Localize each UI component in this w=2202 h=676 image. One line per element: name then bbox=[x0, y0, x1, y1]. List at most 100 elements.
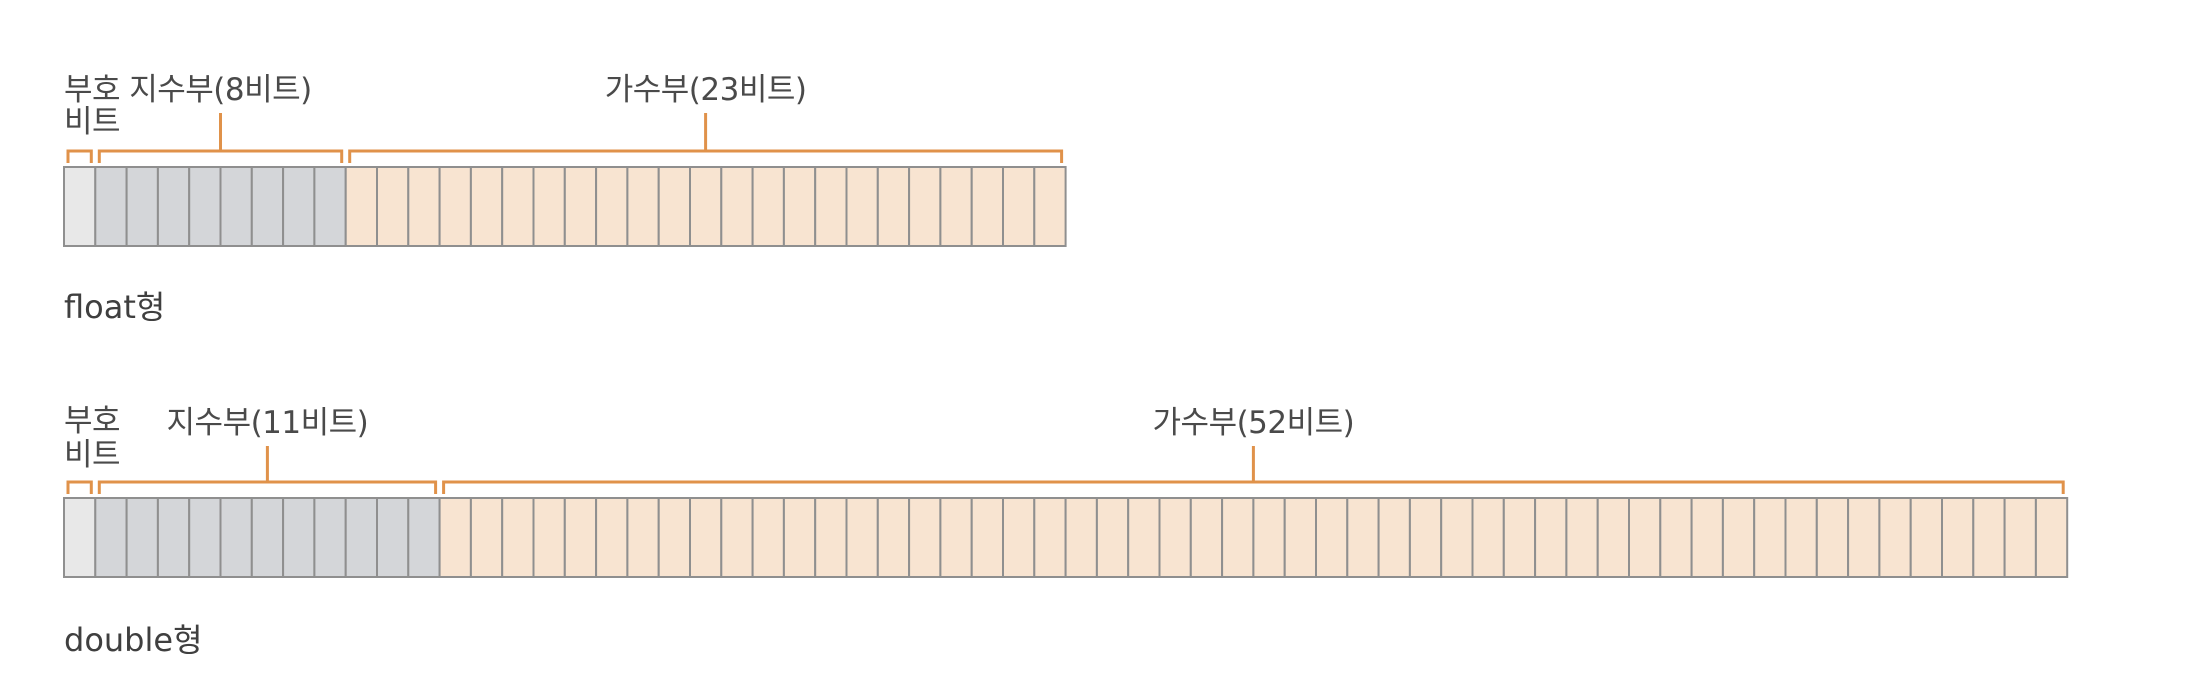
double-mantissa-bit-cell bbox=[2003, 497, 2037, 578]
float-mantissa-bit-cell bbox=[845, 166, 879, 247]
double-mantissa-bit-cell bbox=[908, 497, 942, 578]
double-mantissa-bit-cell bbox=[595, 497, 629, 578]
double-mantissa-bit-cell bbox=[845, 497, 879, 578]
double-mantissa-bit-cell bbox=[1471, 497, 1505, 578]
double-mantissa-bit-cell bbox=[1596, 497, 1630, 578]
double-mantissa-bit-cell bbox=[1252, 497, 1286, 578]
float-exponent-bracket bbox=[97, 113, 344, 163]
double-mantissa-bit-cell bbox=[782, 497, 817, 578]
float-exponent-bit-cell bbox=[156, 166, 191, 247]
double-exponent-bit-cell bbox=[407, 497, 441, 578]
double-sign-bracket bbox=[66, 480, 93, 494]
double-mantissa-bit-cell bbox=[1127, 497, 1161, 578]
double-mantissa-bit-cell bbox=[1847, 497, 1881, 578]
double-exponent-label: 지수부(11비트) bbox=[167, 405, 369, 441]
float-mantissa-bit-cell bbox=[814, 166, 848, 247]
float-mantissa-bit-cell bbox=[438, 166, 472, 247]
float-exponent-bit-cell bbox=[94, 166, 128, 247]
float-mantissa-bit-cell bbox=[407, 166, 441, 247]
float-mantissa-bit-cell bbox=[376, 166, 410, 247]
float-mantissa-bit-cell bbox=[501, 166, 535, 247]
float-mantissa-bit-cell bbox=[970, 166, 1005, 247]
double-sign-bits bbox=[63, 497, 97, 578]
double-exponent-bit-cell bbox=[376, 497, 410, 578]
float-mantissa-bit-cell bbox=[908, 166, 942, 247]
double-mantissa-bit-cell bbox=[1221, 497, 1255, 578]
double-exponent-bits bbox=[94, 497, 441, 578]
float-mantissa-bit-cell bbox=[1002, 166, 1036, 247]
double-mantissa-bit-cell bbox=[1033, 497, 1067, 578]
double-mantissa-bit-cell bbox=[626, 497, 660, 578]
double-mantissa-bit-cell bbox=[1408, 497, 1443, 578]
double-exponent-bit-cell bbox=[282, 497, 316, 578]
float-mantissa-bit-cell bbox=[782, 166, 817, 247]
float-exponent-bit-cell bbox=[282, 166, 316, 247]
double-mantissa-bit-cell bbox=[876, 497, 911, 578]
double-mantissa-bit-cell bbox=[469, 497, 504, 578]
float-format-caption: float형 bbox=[64, 288, 165, 326]
double-mantissa-bit-cell bbox=[1002, 497, 1036, 578]
double-mantissa-bit-cell bbox=[501, 497, 535, 578]
double-mantissa-bit-cell bbox=[1283, 497, 1317, 578]
double-mantissa-bit-cell bbox=[1534, 497, 1568, 578]
double-mantissa-bit-cell bbox=[1502, 497, 1537, 578]
double-exponent-bit-cell bbox=[344, 497, 379, 578]
double-mantissa-bit-cell bbox=[2034, 497, 2069, 578]
float-exponent-bits bbox=[94, 166, 347, 247]
double-mantissa-bit-cell bbox=[970, 497, 1005, 578]
double-exponent-bit-cell bbox=[250, 497, 285, 578]
float-exponent-bit-cell bbox=[313, 166, 347, 247]
double-sign-bit-label: 부호 bbox=[64, 403, 120, 439]
double-mantissa-bits bbox=[438, 497, 2069, 578]
double-mantissa-bit-cell bbox=[1315, 497, 1349, 578]
float-mantissa-bit-cell bbox=[657, 166, 692, 247]
float-exponent-bit-cell bbox=[250, 166, 285, 247]
double-mantissa-bit-cell bbox=[1721, 497, 1756, 578]
float-mantissa-bit-cell bbox=[751, 166, 785, 247]
float-mantissa-bit-cell bbox=[469, 166, 504, 247]
double-mantissa-bit-cell bbox=[1690, 497, 1724, 578]
double-format-caption: double형 bbox=[64, 621, 203, 659]
float-exponent-bit-cell bbox=[219, 166, 253, 247]
double-mantissa-label: 가수부(52비트) bbox=[1153, 405, 1355, 441]
double-mantissa-bit-cell bbox=[1784, 497, 1818, 578]
float-mantissa-bit-cell bbox=[344, 166, 379, 247]
double-sign-bit-label: 비트 bbox=[64, 437, 120, 473]
double-exponent-bit-cell bbox=[94, 497, 128, 578]
double-sign-bit-cell bbox=[63, 497, 97, 578]
double-mantissa-bit-cell bbox=[1440, 497, 1474, 578]
float-exponent-label: 지수부(8비트) bbox=[129, 72, 312, 108]
float-mantissa-bit-cell bbox=[563, 166, 598, 247]
double-mantissa-bit-cell bbox=[1753, 497, 1787, 578]
float-mantissa-bit-cell bbox=[595, 166, 629, 247]
float-mantissa-bits bbox=[344, 166, 1067, 247]
double-mantissa-bit-cell bbox=[751, 497, 785, 578]
double-exponent-bit-cell bbox=[219, 497, 253, 578]
double-mantissa-bit-cell bbox=[1064, 497, 1098, 578]
float-mantissa-bit-cell bbox=[876, 166, 911, 247]
double-mantissa-bit-cell bbox=[532, 497, 566, 578]
float-mantissa-bit-cell bbox=[939, 166, 973, 247]
double-mantissa-bit-cell bbox=[1628, 497, 1662, 578]
double-mantissa-bit-cell bbox=[1815, 497, 1850, 578]
float-exponent-bit-cell bbox=[125, 166, 159, 247]
float-mantissa-bracket bbox=[348, 113, 1064, 163]
double-mantissa-bit-cell bbox=[814, 497, 848, 578]
double-mantissa-bit-cell bbox=[657, 497, 692, 578]
double-mantissa-bit-cell bbox=[1659, 497, 1693, 578]
double-mantissa-bit-cell bbox=[1909, 497, 1943, 578]
double-exponent-bracket bbox=[97, 446, 438, 494]
float-sign-bit-label: 부호 bbox=[64, 72, 120, 108]
float-mantissa-bit-cell bbox=[532, 166, 566, 247]
double-exponent-bit-cell bbox=[125, 497, 159, 578]
double-mantissa-bit-cell bbox=[1941, 497, 1975, 578]
double-mantissa-bit-cell bbox=[1878, 497, 1912, 578]
double-mantissa-bit-cell bbox=[438, 497, 472, 578]
float-sign-bracket bbox=[66, 149, 93, 163]
double-exponent-bit-cell bbox=[188, 497, 222, 578]
double-mantissa-bit-cell bbox=[1095, 497, 1130, 578]
double-mantissa-bit-cell bbox=[939, 497, 973, 578]
float-sign-bit-label: 비트 bbox=[64, 104, 120, 140]
double-mantissa-bit-cell bbox=[563, 497, 598, 578]
